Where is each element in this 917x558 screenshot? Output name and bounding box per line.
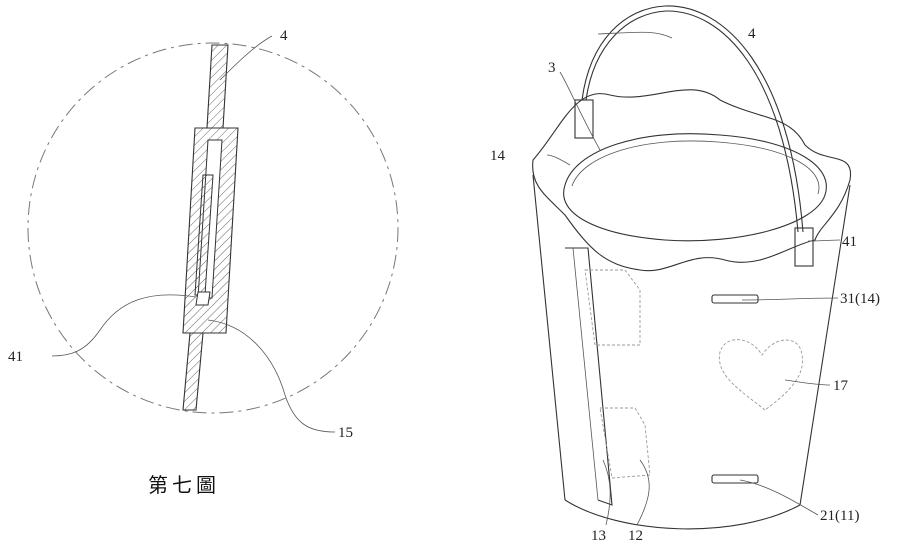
detail-cross-section [182, 44, 239, 411]
bucket-label-3: 3 [548, 60, 556, 76]
wavy-rim-cover [532, 89, 852, 272]
bucket-label-12: 12 [628, 528, 643, 544]
bucket-label-13: 13 [591, 528, 606, 544]
detail-label-4: 4 [280, 28, 288, 44]
bucket-opening [563, 133, 827, 242]
bucket-bottom [564, 499, 801, 530]
detail-leader-41 [51, 294, 197, 357]
detail-leader-4 [219, 35, 273, 81]
bucket-view: 4 3 14 41 31(14) 17 21(11) 13 12 [490, 5, 880, 544]
upper-slot [711, 294, 759, 304]
bucket-label-14: 14 [490, 148, 506, 164]
figure-caption: 第七圖 [148, 473, 220, 497]
detail-boundary-circle [27, 42, 399, 414]
detail-label-41: 41 [8, 349, 23, 365]
detail-view: 4 41 15 [8, 28, 399, 441]
bucket-label-21-11: 21(11) [820, 508, 859, 524]
lower-slot [711, 474, 759, 484]
detail-leader-15 [207, 319, 336, 433]
seam-panel [565, 247, 613, 506]
bucket-label-31-14: 31(14) [840, 291, 880, 307]
heart-cutout [718, 339, 803, 411]
lower-tab-outline [599, 407, 651, 479]
bucket-label-4: 4 [748, 26, 756, 42]
bucket-label-41: 41 [842, 234, 857, 250]
handle-clip-left [574, 99, 594, 139]
bucket-label-17: 17 [833, 378, 849, 394]
bucket-wall-right [799, 184, 851, 506]
upper-tab-outline [584, 269, 641, 346]
bucket-handle [581, 5, 804, 233]
handle-clip-right [794, 227, 814, 267]
detail-label-15: 15 [338, 425, 353, 441]
bucket-wall-left [532, 174, 566, 501]
